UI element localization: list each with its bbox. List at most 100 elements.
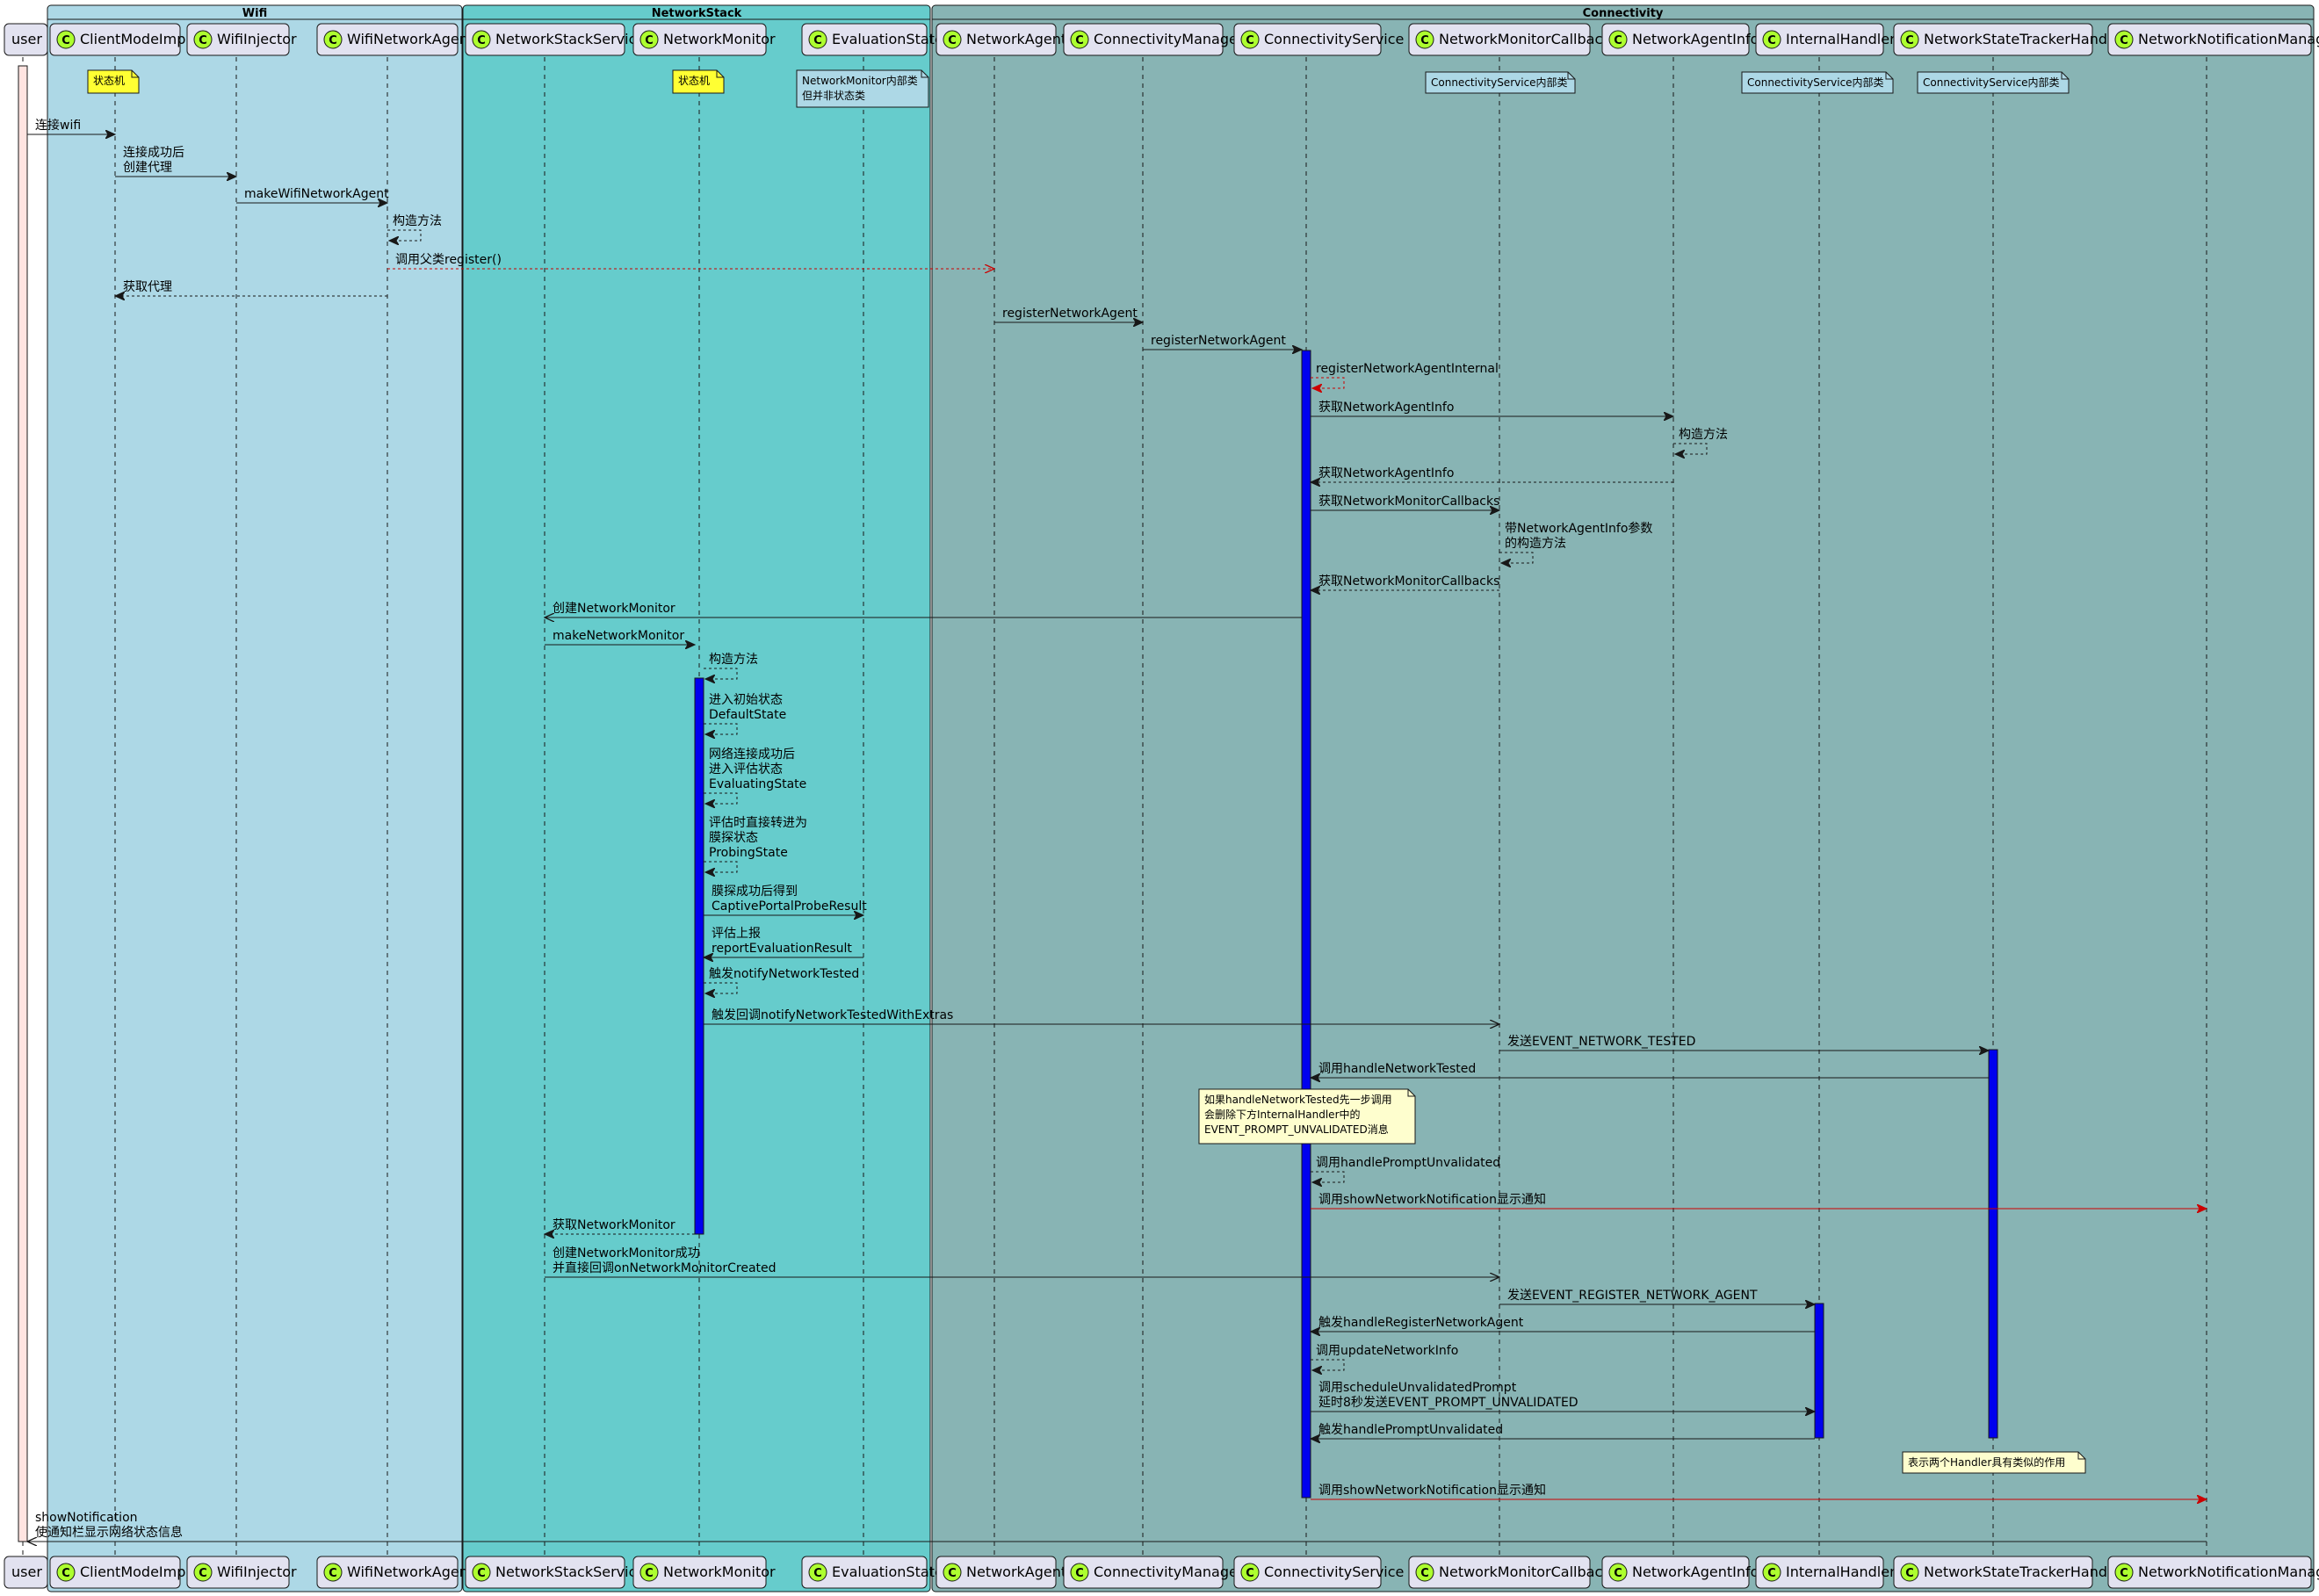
svg-text:C: C bbox=[477, 1567, 486, 1580]
participant-cs-bottom[interactable]: C bbox=[1233, 1556, 1382, 1589]
message-label: 获取NetworkMonitor bbox=[553, 1218, 675, 1232]
class-icon: C bbox=[1240, 30, 1260, 49]
participant-label: NetworkStateTrackerHandler bbox=[1924, 31, 2126, 47]
message-label: 触发回调notifyNetworkTestedWithExtras bbox=[712, 1008, 953, 1022]
participant-nnm-bottom[interactable]: C bbox=[2107, 1556, 2312, 1589]
participant-label: ConnectivityManager bbox=[1094, 1564, 1244, 1580]
participant-user-bottom[interactable] bbox=[4, 1556, 48, 1589]
participant-nmc-top[interactable]: C bbox=[1408, 23, 1591, 56]
svg-text:C: C bbox=[1246, 34, 1254, 47]
participant-cm-top[interactable]: C bbox=[1063, 23, 1224, 56]
participant-nss-top[interactable]: C bbox=[465, 23, 625, 56]
participant-na-bottom[interactable]: C bbox=[936, 1556, 1057, 1589]
participant-ih-top[interactable]: C bbox=[1755, 23, 1884, 56]
message-label: 使通知栏显示网络状态信息 bbox=[35, 1525, 183, 1540]
participant-ih-bottom[interactable]: C bbox=[1755, 1556, 1884, 1589]
class-icon: C bbox=[193, 30, 213, 49]
class-icon: C bbox=[1900, 1563, 1919, 1582]
participant-nss-bottom[interactable]: C bbox=[465, 1556, 625, 1589]
svg-text:C: C bbox=[1420, 34, 1429, 47]
message-label: 膜探状态 bbox=[709, 831, 758, 845]
svg-text:C: C bbox=[1075, 34, 1084, 47]
participant-cm-bottom[interactable]: C bbox=[1063, 1556, 1224, 1589]
participant-label: ConnectivityManager bbox=[1094, 31, 1244, 47]
participant-es-bottom[interactable]: C bbox=[801, 1556, 928, 1589]
participant-label: NetworkNotificationManager bbox=[2138, 31, 2319, 47]
message-label: 带NetworkAgentInfo参数 bbox=[1505, 521, 1652, 536]
svg-text:C: C bbox=[1767, 34, 1776, 47]
participant-label: WifiNetworkAgent bbox=[347, 1564, 473, 1580]
message-label: CaptivePortalProbeResult bbox=[712, 899, 867, 914]
participant-label: user bbox=[11, 1564, 42, 1580]
note-text: ConnectivityService内部类 bbox=[1431, 76, 1568, 89]
note-n-sm2 bbox=[672, 69, 725, 94]
participant-nm-bottom[interactable]: C bbox=[632, 1556, 767, 1589]
message-label: registerNetworkAgent bbox=[1002, 307, 1138, 321]
message-19 bbox=[704, 723, 738, 734]
class-icon: C bbox=[639, 1563, 659, 1582]
participant-nmc-bottom[interactable]: C bbox=[1408, 1556, 1591, 1589]
svg-text:C: C bbox=[1420, 1567, 1429, 1580]
message-34 bbox=[1311, 1359, 1345, 1370]
message-label: 获取NetworkMonitorCallbacks bbox=[1318, 574, 1499, 589]
participant-es-top[interactable]: C bbox=[801, 23, 928, 56]
message-label: 调用scheduleUnvalidatedPrompt bbox=[1318, 1381, 1517, 1395]
message-label: 调用updateNetworkInfo bbox=[1316, 1344, 1458, 1358]
class-icon: C bbox=[1608, 1563, 1628, 1582]
activation-user bbox=[18, 65, 28, 1542]
message-label: makeWifiNetworkAgent bbox=[244, 187, 389, 201]
participant-wi-bottom[interactable]: C bbox=[186, 1556, 290, 1589]
message-label: 发送EVENT_NETWORK_TESTED bbox=[1507, 1035, 1695, 1049]
message-label: 的构造方法 bbox=[1505, 537, 1566, 551]
message-28 bbox=[1311, 1171, 1345, 1182]
note-text: 会删除下方InternalHandler中的 bbox=[1204, 1108, 1361, 1121]
message-label: reportEvaluationResult bbox=[712, 942, 852, 956]
class-icon: C bbox=[1070, 1563, 1089, 1582]
note-n-sm1 bbox=[87, 69, 140, 94]
svg-text:C: C bbox=[1614, 34, 1622, 47]
participant-wi-top[interactable]: C bbox=[186, 23, 290, 56]
message-label: 触发notifyNetworkTested bbox=[709, 967, 859, 981]
note-text: 但并非状态类 bbox=[802, 90, 865, 102]
participant-cs-top[interactable]: C bbox=[1233, 23, 1382, 56]
note-text: ConnectivityService内部类 bbox=[1747, 76, 1884, 89]
participant-nsth-top[interactable]: C bbox=[1893, 23, 2093, 56]
participant-label: InternalHandler bbox=[1786, 31, 1896, 47]
participant-nai-bottom[interactable]: C bbox=[1601, 1556, 1750, 1589]
class-icon: C bbox=[1070, 30, 1089, 49]
message-label: 调用父类register() bbox=[395, 253, 502, 267]
participant-label: NetworkAgentInfo bbox=[1632, 1564, 1759, 1580]
participant-label: WifiInjector bbox=[217, 31, 297, 47]
participant-nai-top[interactable]: C bbox=[1601, 23, 1750, 56]
svg-text:C: C bbox=[948, 34, 957, 47]
participant-wna-top[interactable]: C bbox=[316, 23, 459, 56]
participant-cmi-bottom[interactable]: C bbox=[49, 1556, 181, 1589]
message-label: 连接wifi bbox=[35, 118, 81, 133]
message-label: 获取NetworkAgentInfo bbox=[1318, 466, 1454, 480]
svg-text:C: C bbox=[199, 1567, 207, 1580]
message-label: 延时8秒发送EVENT_PROMPT_UNVALIDATED bbox=[1318, 1396, 1579, 1410]
participant-label: ConnectivityService bbox=[1264, 1564, 1404, 1580]
participant-user-top[interactable] bbox=[4, 23, 48, 56]
participant-wna-bottom[interactable]: C bbox=[316, 1556, 459, 1589]
group-title-wifi: Wifi bbox=[242, 7, 267, 20]
participant-label: NetworkMonitorCallbacks bbox=[1439, 1564, 1618, 1580]
class-icon: C bbox=[472, 1563, 491, 1582]
note-n-handlers bbox=[1902, 1451, 2086, 1474]
message-label: 网络连接成功后 bbox=[709, 747, 795, 762]
svg-text:C: C bbox=[948, 1567, 957, 1580]
participant-nsth-bottom[interactable]: C bbox=[1893, 1556, 2093, 1589]
participant-label: EvaluationState bbox=[832, 31, 943, 47]
svg-text:C: C bbox=[1614, 1567, 1622, 1580]
participant-cmi-top[interactable]: C bbox=[49, 23, 181, 56]
class-icon: C bbox=[808, 1563, 827, 1582]
participant-nnm-top[interactable]: C bbox=[2107, 23, 2312, 56]
participant-na-top[interactable]: C bbox=[936, 23, 1057, 56]
participant-label: NetworkAgent bbox=[966, 1564, 1066, 1580]
note-n-tested bbox=[1198, 1088, 1416, 1145]
message-label: 调用showNetworkNotification显示通知 bbox=[1318, 1192, 1546, 1207]
participant-nm-top[interactable]: C bbox=[632, 23, 767, 56]
svg-text:C: C bbox=[2120, 34, 2128, 47]
note-text: 如果handleNetworkTested先一步调用 bbox=[1204, 1093, 1392, 1106]
activation-cs bbox=[1301, 350, 1311, 1499]
